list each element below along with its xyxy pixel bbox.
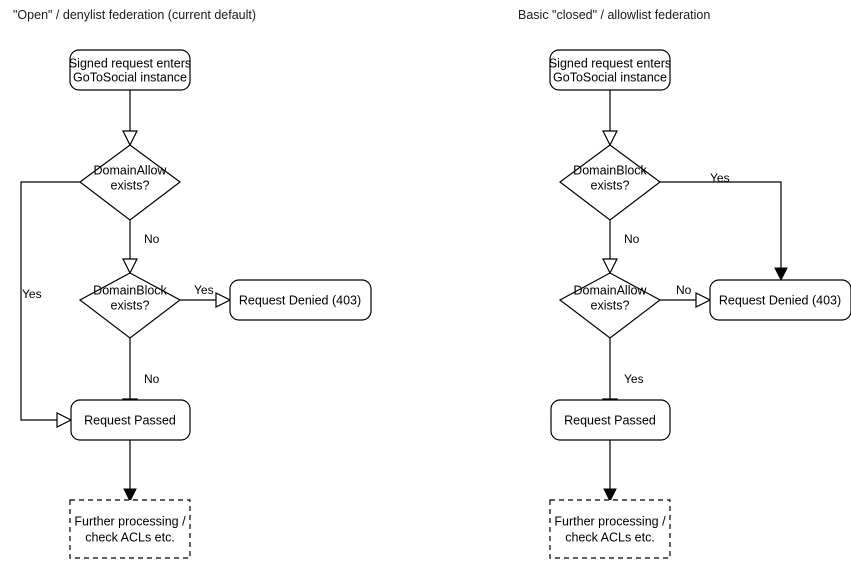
node-request-passed-right-label: Request Passed	[564, 413, 656, 427]
node-request-passed-right: Request Passed	[550, 399, 671, 441]
edge-block-yes-right: Yes	[660, 171, 788, 282]
node-decision-domainblock-left-line1: DomainBlock	[93, 283, 167, 297]
edge-label-allow-yes-right: Yes	[624, 372, 644, 386]
panel-title-open-federation: "Open" / denylist federation (current de…	[13, 8, 256, 22]
arrowhead-open-allow-yes-left	[56, 412, 73, 428]
edge-label-allow-no-right: No	[676, 283, 692, 297]
node-decision-domainallow-left-line2: exists?	[111, 178, 150, 192]
edge-entry-to-allow-left	[122, 90, 138, 147]
node-request-denied-right-shape	[709, 279, 851, 321]
edge-label-block-no-right: No	[624, 232, 640, 246]
arrowhead-filled-block-yes-right	[774, 267, 788, 282]
edge-allow-no-right: No	[660, 283, 712, 308]
node-request-denied-right-label: Request Denied (403)	[719, 293, 841, 307]
arrowhead-open-entry-allow-left	[122, 130, 138, 147]
node-request-passed-left: Request Passed	[70, 399, 191, 441]
node-decision-domainallow-left: DomainAllow exists?	[78, 144, 182, 221]
edge-block-yes-right-line	[660, 181, 782, 274]
node-entry-right-line2: GoToSocial instance	[553, 70, 667, 84]
edge-block-yes-left: Yes	[180, 283, 232, 308]
node-request-denied-left-label: Request Denied (403)	[239, 293, 361, 307]
edge-allow-no-left: No	[122, 220, 160, 275]
node-decision-domainblock-right: DomainBlock exists?	[558, 144, 662, 221]
edge-passed-to-further-left	[123, 440, 137, 503]
node-entry-right-line1: Signed request enters	[549, 56, 671, 70]
arrowhead-open-allow-no-left	[122, 258, 138, 275]
arrowhead-filled-passed-further-right	[603, 488, 617, 503]
panel-open-federation: "Open" / denylist federation (current de…	[13, 8, 372, 559]
node-entry-left-line1: Signed request enters	[69, 56, 191, 70]
node-further-processing-left: Further processing / check ACLs etc.	[69, 499, 191, 559]
arrowhead-open-allow-no-right	[695, 292, 712, 308]
edge-label-block-no-left: No	[144, 372, 160, 386]
edge-allow-yes-left: Yes	[20, 181, 80, 428]
node-entry-left-line2: GoToSocial instance	[73, 70, 187, 84]
node-further-processing-left-line1: Further processing /	[74, 514, 186, 528]
arrowhead-open-entry-block-right	[602, 130, 618, 147]
edge-label-allow-yes-left: Yes	[22, 287, 42, 301]
node-decision-domainallow-right-line1: DomainAllow	[574, 283, 648, 297]
arrowhead-open-block-no-right	[602, 258, 618, 275]
node-further-processing-left-shape	[69, 499, 191, 559]
node-decision-domainblock-left-line2: exists?	[111, 298, 150, 312]
node-further-processing-right-line1: Further processing /	[554, 514, 666, 528]
node-request-denied-left-shape	[229, 279, 372, 321]
node-further-processing-right-shape	[549, 499, 671, 559]
node-further-processing-right-line2: check ACLs etc.	[565, 530, 655, 544]
node-further-processing-left-line2: check ACLs etc.	[85, 530, 175, 544]
edge-label-allow-no-left: No	[144, 232, 160, 246]
node-decision-domainallow-right-line2: exists?	[591, 298, 630, 312]
node-decision-domainallow-left-line1: DomainAllow	[94, 163, 168, 177]
node-request-passed-left-label: Request Passed	[84, 413, 176, 427]
node-decision-domainblock-right-line2: exists?	[591, 178, 630, 192]
node-entry-left: Signed request enters GoToSocial instanc…	[69, 49, 191, 91]
panel-closed-federation: Basic "closed" / allowlist federation Si…	[518, 8, 851, 559]
edge-allow-yes-left-line	[20, 181, 80, 421]
node-request-denied-left: Request Denied (403)	[229, 279, 372, 321]
node-entry-right: Signed request enters GoToSocial instanc…	[549, 49, 671, 91]
arrowhead-open-block-yes-left	[215, 292, 232, 308]
edge-entry-to-block-right	[602, 90, 618, 147]
node-request-denied-right: Request Denied (403)	[709, 279, 851, 321]
arrowhead-filled-passed-further-left	[123, 488, 137, 503]
node-decision-domainblock-right-line1: DomainBlock	[573, 163, 647, 177]
edge-passed-to-further-right	[603, 440, 617, 503]
edge-label-block-yes-left: Yes	[194, 283, 214, 297]
node-decision-domainblock-left: DomainBlock exists?	[78, 272, 182, 339]
edge-label-block-yes-right: Yes	[710, 171, 730, 185]
node-decision-domainallow-right: DomainAllow exists?	[558, 272, 662, 339]
edge-block-no-right: No	[602, 220, 640, 275]
node-further-processing-right: Further processing / check ACLs etc.	[549, 499, 671, 559]
panel-title-closed-federation: Basic "closed" / allowlist federation	[518, 8, 710, 22]
